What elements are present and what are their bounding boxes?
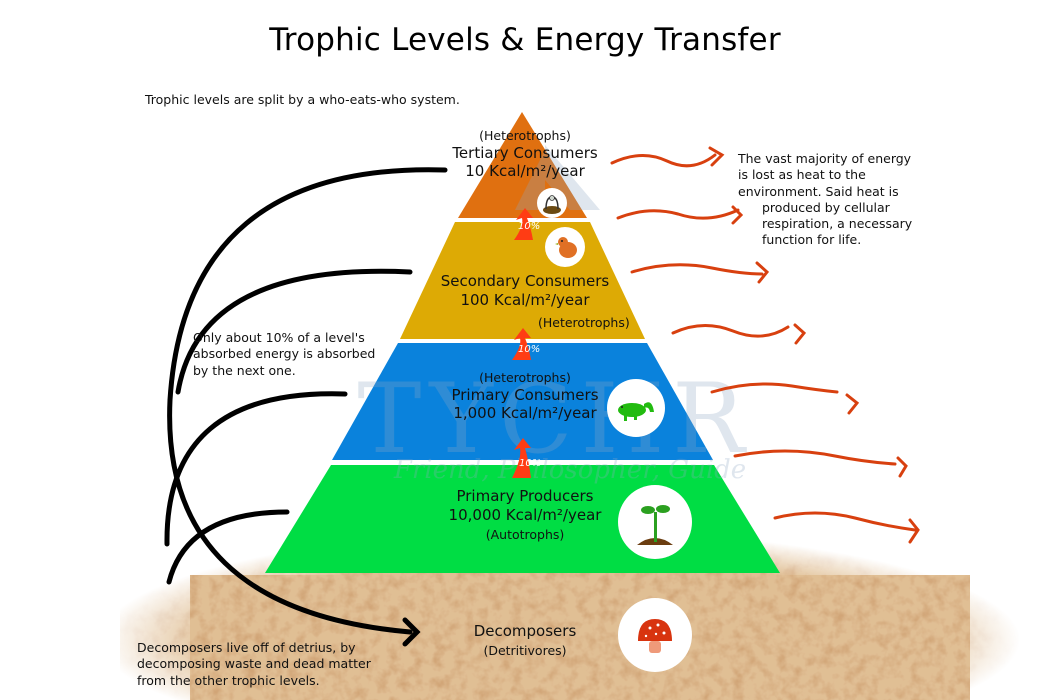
ten-percent-note: Only about 10% of a level's absorbed ene…	[193, 330, 376, 378]
secondary-name: Secondary Consumers	[440, 272, 610, 290]
subtitle: Trophic levels are split by a who-eats-w…	[145, 92, 460, 107]
decomposers-level-label: Decomposers (Detritivores)	[445, 622, 605, 658]
primary-consumers-level-label: (Heterotrophs) Primary Consumers 1,000 K…	[415, 370, 635, 423]
decomposers-category: (Detritivores)	[483, 642, 567, 658]
page-title: Trophic Levels & Energy Transfer	[269, 22, 781, 58]
bracket-arrows	[164, 167, 448, 647]
tertiary-energy: 10 Kcal/m²/year	[465, 162, 585, 181]
producers-category: (Autotrophs)	[485, 526, 565, 542]
decomposers-note: Decomposers live off of detrius, by deco…	[137, 640, 371, 688]
transfer-arrow-icon	[512, 208, 533, 478]
decomposers-name: Decomposers	[473, 622, 577, 640]
svg-text:Friend, Philosopher, Guide: Friend, Philosopher, Guide	[393, 455, 746, 485]
tertiary-name: Tertiary Consumers	[452, 143, 598, 162]
secondary-category: (Heterotrophs)	[538, 315, 630, 330]
bird-icon	[545, 227, 585, 267]
transfer-label: 10%	[518, 344, 541, 355]
sprout-icon	[618, 485, 692, 559]
transfer-label: 10%	[519, 458, 542, 469]
tertiary-category: (Heterotrophs)	[479, 128, 571, 143]
transfer-label: 10%	[518, 221, 541, 232]
mushroom-icon	[618, 598, 692, 672]
producers-level-label: Primary Producers 10,000 Kcal/m²/year (A…	[410, 487, 640, 542]
producers-energy: 10,000 Kcal/m²/year	[448, 505, 602, 524]
heat-loss-arrows	[610, 146, 920, 544]
grasshopper-icon	[607, 379, 665, 437]
tier-primary-consumers	[332, 343, 713, 460]
svg-text:TYCHR: TYCHR	[357, 363, 752, 475]
primary-consumers-category: (Heterotrophs)	[479, 370, 571, 385]
primary-consumers-energy: 1,000 Kcal/m²/year	[453, 404, 597, 423]
producers-name: Primary Producers	[456, 487, 594, 505]
vulture-icon	[537, 188, 567, 218]
primary-consumers-name: Primary Consumers	[451, 385, 599, 404]
secondary-energy: 100 Kcal/m²/year	[460, 290, 590, 309]
secondary-level-label: Secondary Consumers 100 Kcal/m²/year	[410, 272, 640, 310]
tertiary-level-label: (Heterotrophs) Tertiary Consumers 10 Kca…	[420, 128, 630, 181]
heat-loss-note: The vast majority of energy is lost as h…	[738, 151, 913, 248]
